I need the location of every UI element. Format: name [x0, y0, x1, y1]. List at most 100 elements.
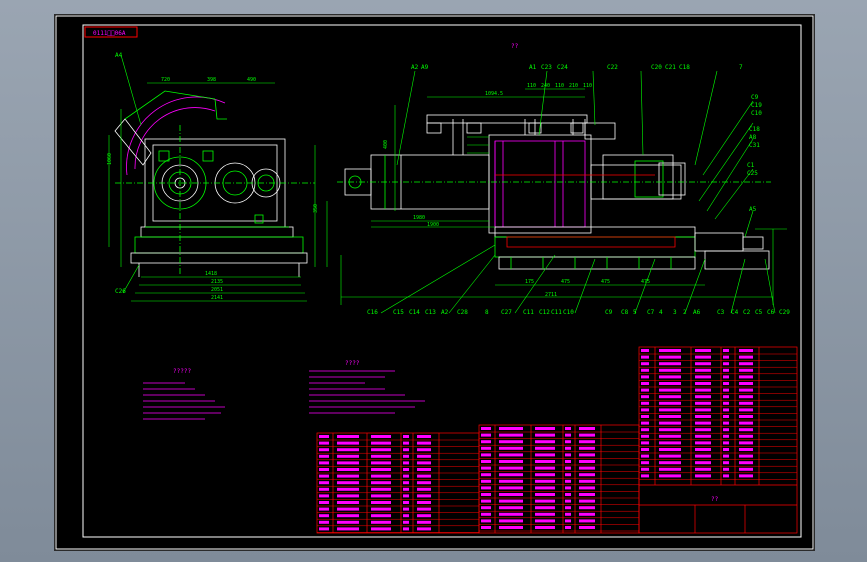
cell-glyph [579, 506, 595, 510]
cell-glyph [535, 433, 555, 437]
cell-glyph [739, 401, 753, 405]
cell-glyph [403, 441, 409, 445]
dim: 720 [161, 77, 170, 83]
cell-glyph [417, 527, 431, 531]
cell-glyph [739, 467, 753, 471]
callout: A5 [749, 206, 757, 213]
cell-glyph [641, 362, 649, 366]
dim: 110 [583, 83, 592, 89]
cell-glyph [499, 446, 523, 450]
cell-glyph [579, 427, 595, 430]
cell-glyph [695, 355, 711, 359]
cell-glyph [565, 519, 571, 523]
cell-glyph [641, 415, 649, 418]
cell-glyph [641, 434, 649, 438]
dim: 1980 [413, 215, 425, 221]
cell-glyph [579, 440, 595, 444]
cell-glyph [739, 362, 753, 366]
cell-glyph [417, 454, 431, 458]
callout: A2 [411, 64, 419, 71]
cell-glyph [319, 461, 329, 465]
cell-glyph [319, 520, 329, 524]
dim: 1094.5 [485, 91, 503, 97]
dim: 110 [555, 83, 564, 89]
cell-glyph [723, 349, 729, 352]
cell-glyph [659, 395, 681, 399]
cell-glyph [565, 460, 571, 463]
cell-glyph [739, 388, 753, 392]
end-view [114, 90, 315, 277]
cell-glyph [481, 427, 491, 430]
callout: C29 [779, 309, 790, 316]
cell-glyph [499, 499, 523, 503]
callout: C11 [551, 309, 562, 316]
cell-glyph [659, 362, 681, 366]
cell-glyph [659, 474, 681, 478]
callout: A6 [693, 309, 701, 316]
cell-glyph [481, 493, 491, 496]
dim: 2711 [545, 292, 557, 298]
cell-glyph [371, 441, 391, 445]
cell-glyph [499, 519, 523, 523]
callout: C22 [607, 64, 618, 71]
cell-glyph [641, 349, 649, 352]
callout: C9 [605, 309, 613, 316]
drawing-sheet[interactable]: 0111ﾟﾟ06A ?? [54, 14, 815, 551]
cell-glyph [723, 461, 729, 465]
cell-glyph [535, 486, 555, 490]
callout: C8 [621, 309, 629, 316]
cell-glyph [659, 428, 681, 432]
cell-glyph [695, 454, 711, 458]
cell-glyph [337, 474, 359, 478]
cell-glyph [565, 512, 571, 516]
cell-glyph [337, 514, 359, 518]
cell-glyph [535, 466, 555, 470]
cell-glyph [723, 467, 729, 471]
cell-glyph [499, 453, 523, 457]
cell-glyph [641, 421, 649, 425]
cell-glyph [371, 461, 391, 465]
callout: C2 [743, 309, 751, 316]
cell-glyph [641, 428, 649, 432]
callout: C24 [557, 64, 568, 71]
cell-glyph [337, 527, 359, 531]
cell-glyph [319, 468, 329, 471]
cell-glyph [579, 486, 595, 490]
cell-glyph [499, 486, 523, 490]
callout: A8 [749, 134, 757, 141]
cell-glyph [337, 507, 359, 511]
cell-glyph [659, 408, 681, 412]
cell-glyph [535, 493, 555, 496]
cell-glyph [723, 368, 729, 372]
callout: 4 [659, 309, 663, 316]
cell-glyph [319, 501, 329, 504]
callout: C23 [541, 64, 552, 71]
cell-glyph [403, 514, 409, 518]
cell-glyph [481, 486, 491, 490]
cell-glyph [695, 421, 711, 425]
cell-glyph [499, 512, 523, 516]
cell-glyph [723, 428, 729, 432]
callout: C10 [751, 110, 762, 117]
cell-glyph [371, 468, 391, 471]
cell-glyph [319, 514, 329, 518]
cell-glyph [371, 435, 391, 438]
callout: C1 [747, 162, 755, 169]
cell-glyph [481, 479, 491, 483]
cell-glyph [319, 527, 329, 531]
dim: 240 [541, 83, 550, 89]
cell-glyph [739, 355, 753, 359]
cell-glyph [579, 512, 595, 516]
cell-glyph [481, 440, 491, 444]
callout-labels: A4 A2 A9 A1 C23 C24 C22 C20 C21 C18 7 C9… [115, 52, 790, 316]
cell-glyph [403, 487, 409, 491]
dim: 1900 [427, 222, 439, 228]
cell-glyph [695, 349, 711, 352]
front-view-dims [340, 88, 787, 305]
cell-glyph [417, 507, 431, 511]
cell-glyph [579, 526, 595, 529]
cell-glyph [739, 375, 753, 379]
cell-glyph [579, 460, 595, 463]
callout: A9 [421, 64, 429, 71]
